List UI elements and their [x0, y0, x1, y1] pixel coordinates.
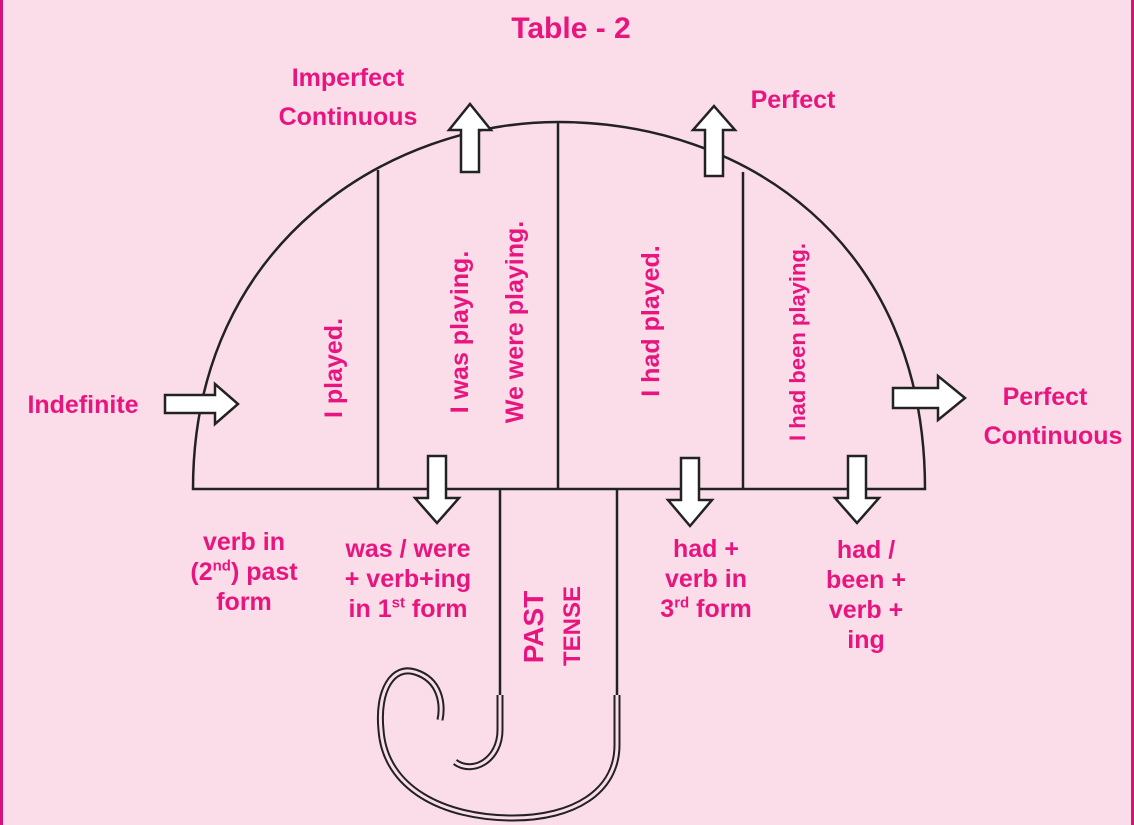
label-continuous: Continuous	[279, 103, 418, 131]
rule-line: had /	[836, 536, 896, 564]
rule-line: 3rd form	[660, 594, 752, 623]
arrow-down-icon	[412, 454, 462, 525]
rule-line: verb in	[665, 565, 747, 593]
label-indefinite: Indefinite	[27, 391, 138, 419]
arrow-down-icon	[665, 456, 715, 528]
umbrella-diagram: Table - 2 Imperfect Continuous Perfect I…	[27, 12, 1123, 822]
rule-indefinite: verb in (2nd) past form	[167, 527, 321, 617]
rule-perfect: had + verb in 3rd form	[631, 534, 781, 624]
arrow-right-icon	[891, 373, 967, 423]
rule-line: ing	[847, 626, 885, 654]
rule-line: + verb+ing	[344, 565, 472, 593]
segment-indefinite-text: I played.	[320, 318, 348, 418]
rule-line: was / were	[345, 535, 471, 563]
arrow-up-icon	[446, 102, 494, 174]
arrow-up-icon	[690, 104, 738, 178]
segment-imperfect-text-2: We were playing.	[501, 221, 529, 423]
label-perfect-top: Perfect	[751, 86, 836, 114]
label-imperfect: Imperfect	[292, 64, 405, 92]
rule-line: verb in	[203, 528, 285, 556]
rule-line: in 1st form	[348, 594, 468, 623]
umbrella-handle	[376, 489, 621, 822]
rule-line: (2nd) past	[190, 557, 298, 586]
segment-perfect-text: I had played.	[637, 245, 665, 396]
rule-line: been +	[826, 566, 906, 594]
segment-perfect-continuous-text: I had been playing.	[785, 243, 810, 441]
rule-line: verb +	[828, 596, 904, 624]
handle-text-tense: TENSE	[559, 586, 586, 666]
handle-text-past: PAST	[518, 591, 549, 664]
label-perfect-right: Perfect	[1003, 383, 1088, 411]
label-continuous-right: Continuous	[984, 422, 1123, 450]
segment-imperfect-text-1: I was playing.	[446, 251, 474, 414]
rule-line: had +	[673, 535, 739, 563]
diagram-title: Table - 2	[511, 12, 630, 45]
rule-imperfect: was / were + verb+ing in 1st form	[321, 534, 495, 624]
rule-line: form	[216, 588, 272, 616]
arrow-down-icon	[832, 454, 882, 525]
rule-perfect-continuous: had / been + verb + ing	[811, 535, 921, 655]
arrow-right-icon	[163, 381, 240, 427]
